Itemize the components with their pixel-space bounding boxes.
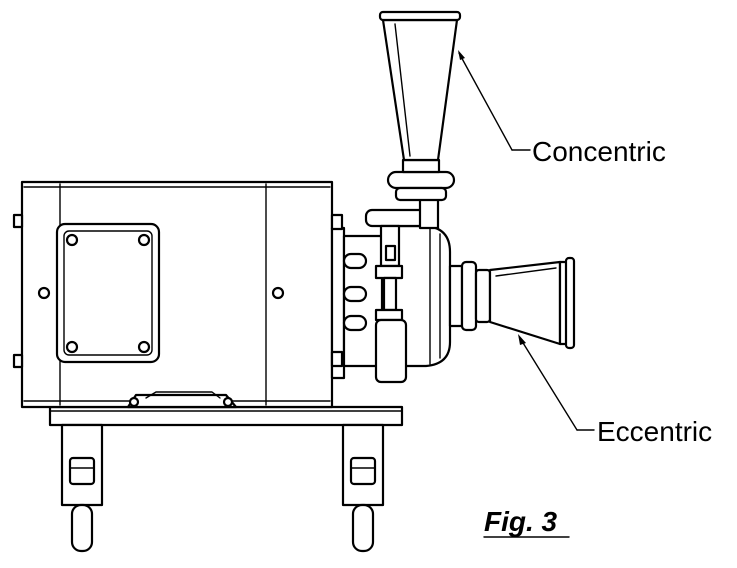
base-frame [48,405,404,553]
eccentric-reducer [448,256,576,350]
pump-casing [364,208,452,384]
concentric-reducer [378,10,462,230]
figure-caption: Fig. 3 [484,506,558,537]
leader-lines [458,50,595,431]
concentric-label: Concentric [532,136,666,167]
eccentric-label: Eccentric [597,416,712,447]
motor-housing [12,180,334,409]
